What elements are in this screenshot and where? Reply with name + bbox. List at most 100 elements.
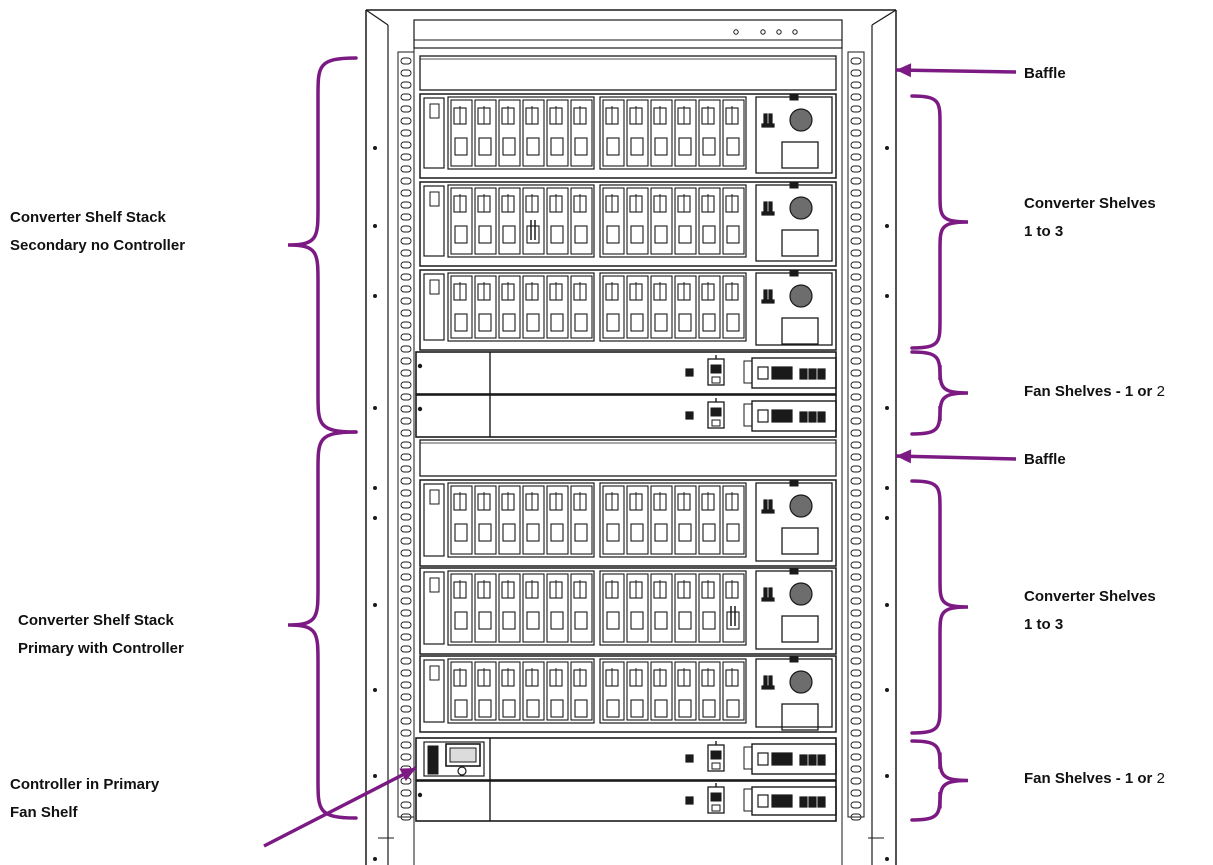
- baffle-mid-label: Baffle: [1024, 451, 1066, 468]
- module-bottom-slot: [502, 225, 516, 244]
- controller-display: [445, 743, 481, 767]
- fan-shelf-dot: [417, 406, 423, 412]
- module-frame: [674, 99, 697, 167]
- fan-shelf-connector-slot: [711, 762, 721, 770]
- fan-shelves-top-label: Fan Shelves - 1 or 2: [1024, 378, 1165, 406]
- fan-shelf-connector-inner: [710, 364, 722, 374]
- module-bottom-slot: [678, 137, 692, 156]
- module-frame: [650, 275, 673, 339]
- rail-slot: [850, 93, 862, 101]
- module-bottom-slot: [654, 611, 668, 630]
- rail-slot: [400, 441, 412, 449]
- shelf-breaker-knob: [789, 196, 813, 220]
- module-frame: [522, 661, 545, 721]
- module-bottom-slot: [726, 137, 740, 156]
- frame-dot-left: [373, 406, 377, 410]
- rail-slot: [850, 813, 862, 821]
- module-frame: [602, 661, 625, 721]
- module-bottom-slot: [550, 137, 564, 156]
- shelf-right-frame: [755, 482, 833, 562]
- shelf-mark-base: [761, 685, 775, 690]
- rail-slot: [400, 693, 412, 701]
- rectifier-module: [602, 275, 625, 339]
- module-frame: [498, 573, 521, 643]
- module-bottom-slot: [574, 611, 588, 630]
- stack-secondary-label: Converter Shelf Stack Secondary no Contr…: [10, 204, 185, 260]
- rectifier-module: [626, 99, 649, 167]
- module-frame: [698, 99, 721, 167]
- fan-terminal: [785, 794, 793, 808]
- rail-slot: [850, 537, 862, 545]
- rail-slot: [400, 273, 412, 281]
- rectifier-module: [602, 485, 625, 555]
- rail-slot: [850, 309, 862, 317]
- rail-slot: [850, 765, 862, 773]
- rectifier-module: [698, 485, 721, 555]
- module-frame: [674, 275, 697, 339]
- rail-slot: [850, 717, 862, 725]
- rectifier-module: [674, 275, 697, 339]
- rail-slot: [850, 681, 862, 689]
- rail-slot: [850, 333, 862, 341]
- module-frame: [722, 485, 745, 555]
- rectifier-module: [570, 187, 593, 255]
- shelf-right-tab: [789, 480, 799, 487]
- rectifier-module: [698, 573, 721, 643]
- fan-terminal-block: [751, 786, 837, 816]
- module-frame: [626, 485, 649, 555]
- rail-slot: [850, 801, 862, 809]
- rail-slot: [850, 513, 862, 521]
- fan-terminal-block: [751, 400, 837, 432]
- rail-slot: [400, 813, 412, 821]
- rectifier-module: [498, 99, 521, 167]
- rectifier-module: [498, 187, 521, 255]
- module-bottom-slot: [702, 225, 716, 244]
- module-bottom-slot: [630, 523, 644, 542]
- rectifier-module: [722, 485, 745, 555]
- shelf-right-window: [781, 615, 819, 643]
- shelf-right-frame: [755, 570, 833, 650]
- module-frame: [602, 99, 625, 167]
- rail-slot: [400, 561, 412, 569]
- converter-shelf-body: [419, 269, 837, 351]
- fan-shelves-bottom-text: Fan Shelves - 1 or: [1024, 770, 1153, 787]
- converter-shelves-top-label: Converter Shelves 1 to 3: [1024, 190, 1156, 246]
- fan-terminal-block: [751, 357, 837, 389]
- rail-slot: [850, 249, 862, 257]
- rail-slot: [850, 201, 862, 209]
- module-bottom-slot: [478, 699, 492, 718]
- frame-dot-left: [373, 603, 377, 607]
- module-frame: [474, 661, 497, 721]
- rail-slot: [850, 81, 862, 89]
- rail-slot: [400, 465, 412, 473]
- rectifier-module: [570, 661, 593, 721]
- module-bottom-slot: [606, 137, 620, 156]
- module-bottom-slot: [550, 225, 564, 244]
- module-frame: [722, 187, 745, 255]
- module-frame: [474, 99, 497, 167]
- module-bottom-slot: [654, 313, 668, 332]
- shelf-mark-bar: [768, 499, 773, 511]
- shelf-left-label: [429, 489, 440, 505]
- controller-arrow-head: [399, 768, 416, 782]
- module-frame: [626, 275, 649, 339]
- rail-slot: [850, 621, 862, 629]
- rail-slot: [400, 225, 412, 233]
- module-bottom-slot: [630, 313, 644, 332]
- baffle-top-arrow-shaft: [895, 68, 1017, 74]
- shelf-mark-bar: [763, 201, 768, 213]
- rectifier-module: [674, 573, 697, 643]
- fan-terminal: [771, 794, 779, 808]
- fan-terminal: [771, 366, 779, 380]
- frame-dot-left: [373, 224, 377, 228]
- rectifier-module: [650, 485, 673, 555]
- module-frame: [522, 275, 545, 339]
- shelf-mark-bar: [763, 289, 768, 301]
- fan-shelves-top-brace: [910, 350, 969, 436]
- rail-slot: [400, 237, 412, 245]
- module-frame: [570, 485, 593, 555]
- module-bottom-slot: [654, 699, 668, 718]
- rail-slot: [400, 669, 412, 677]
- rail-slot: [850, 609, 862, 617]
- module-frame: [450, 661, 473, 721]
